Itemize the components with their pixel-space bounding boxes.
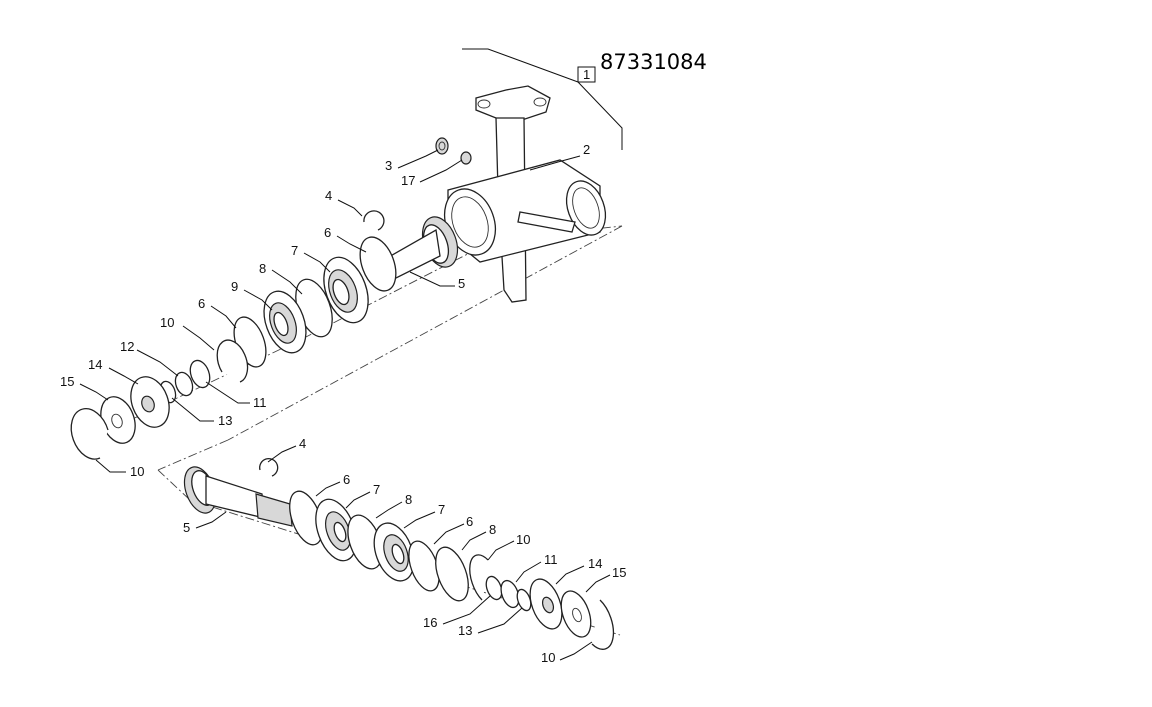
callout-8-upper: 8 — [259, 261, 266, 276]
bearing-part-7-lower — [315, 498, 357, 562]
ring-part-11-upper — [189, 359, 211, 389]
washer-part-17 — [460, 151, 472, 165]
callout-15-upper: 15 — [60, 374, 74, 389]
ring-part-12 — [174, 371, 194, 397]
circlip-part-10-lower — [469, 554, 489, 601]
callout-6-lower: 6 — [343, 472, 350, 487]
callout-17: 17 — [401, 173, 415, 188]
nipple-part-3 — [435, 137, 449, 155]
callout-5-lower: 5 — [183, 520, 190, 535]
callout-6-lower-2: 6 — [466, 514, 473, 529]
circlip-part-4-lower — [259, 458, 279, 477]
assembly-part-number: 87331084 — [600, 50, 707, 74]
ring-part-8-lower-2 — [435, 546, 469, 602]
callout-10-lower: 10 — [516, 532, 530, 547]
assembly-box — [577, 66, 596, 83]
disc-part-15-lower — [560, 590, 592, 638]
bearing-part-7-lower-2 — [373, 522, 415, 582]
bearing-part-9 — [263, 290, 307, 354]
callout-16: 16 — [423, 615, 437, 630]
disc-part-14-lower — [529, 578, 563, 630]
callout-14-lower: 14 — [588, 556, 602, 571]
housing-part-2 — [443, 85, 607, 303]
callout-4-upper: 4 — [325, 188, 332, 203]
callout-11-lower: 11 — [544, 552, 558, 567]
callout-13-upper: 13 — [218, 413, 232, 428]
callout-7-lower-2: 7 — [438, 502, 445, 517]
callout-3: 3 — [385, 158, 392, 173]
callout-10-upper: 10 — [160, 315, 174, 330]
callout-8-lower: 8 — [405, 492, 412, 507]
gear-shaft-part-5-lower — [183, 466, 293, 527]
assembly-bracket — [462, 48, 623, 150]
oring-part-6-upper — [359, 236, 397, 292]
callout-8-lower-2: 8 — [489, 522, 496, 537]
bearing-part-7-upper — [323, 256, 369, 324]
callout-10-upper-outer: 10 — [130, 464, 144, 479]
assembly-box-label: 1 — [583, 67, 590, 82]
ring-part-16 — [485, 575, 503, 601]
callout-14-upper: 14 — [88, 357, 102, 372]
callout-9: 9 — [231, 279, 238, 294]
callout-11-upper: 11 — [253, 395, 267, 410]
callout-12: 12 — [120, 339, 134, 354]
ring-part-11-lower — [500, 579, 520, 609]
circlip-part-4-upper — [363, 210, 385, 231]
callout-10-lower-outer: 10 — [541, 650, 555, 665]
callout-7-lower: 7 — [373, 482, 380, 497]
circlip-part-10-upper-outer — [70, 408, 109, 460]
circlip-part-10-lower-outer — [591, 599, 615, 650]
callout-5-upper: 5 — [458, 276, 465, 291]
callout-6-upper-2: 6 — [198, 296, 205, 311]
leader-lines — [79, 149, 611, 661]
callouts: 2 3 17 4 6 5 7 8 9 6 10 12 14 11 15 13 1… — [60, 142, 626, 665]
callout-15-lower: 15 — [612, 565, 626, 580]
circlip-part-10-upper — [216, 339, 249, 383]
callout-7-upper: 7 — [291, 243, 298, 258]
disc-part-14-upper — [130, 376, 170, 428]
callout-2: 2 — [583, 142, 590, 157]
callout-6-upper: 6 — [324, 225, 331, 240]
callout-4-lower: 4 — [299, 436, 306, 451]
callout-13-lower: 13 — [458, 623, 472, 638]
